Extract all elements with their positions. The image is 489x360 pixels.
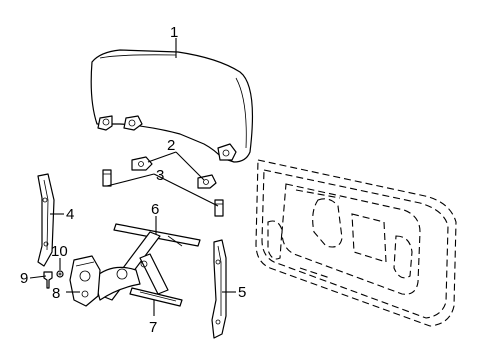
callout-8: 8 xyxy=(52,285,60,302)
window-regulator xyxy=(93,223,201,301)
callout-6: 6 xyxy=(151,201,159,218)
callout-7: 7 xyxy=(149,319,157,336)
brackets xyxy=(102,169,224,217)
callout-1: 1 xyxy=(170,24,178,41)
callout-3: 3 xyxy=(156,167,164,184)
door-inner-panel xyxy=(255,159,457,327)
leader-lines xyxy=(29,38,236,316)
front-run-channel xyxy=(37,173,55,267)
regulator-motor xyxy=(69,255,101,307)
fasteners xyxy=(43,270,64,289)
callout-4: 4 xyxy=(66,206,74,223)
callout-5: 5 xyxy=(238,284,246,301)
callout-10: 10 xyxy=(51,243,68,260)
glass-clips xyxy=(131,156,217,189)
lift-channel xyxy=(129,287,183,307)
callout-2: 2 xyxy=(167,137,175,154)
door-glass xyxy=(90,49,254,163)
callout-labels: 1 2 3 4 5 6 7 8 9 10 xyxy=(20,24,246,336)
callout-9: 9 xyxy=(20,270,28,287)
rear-run-channel xyxy=(211,239,227,339)
